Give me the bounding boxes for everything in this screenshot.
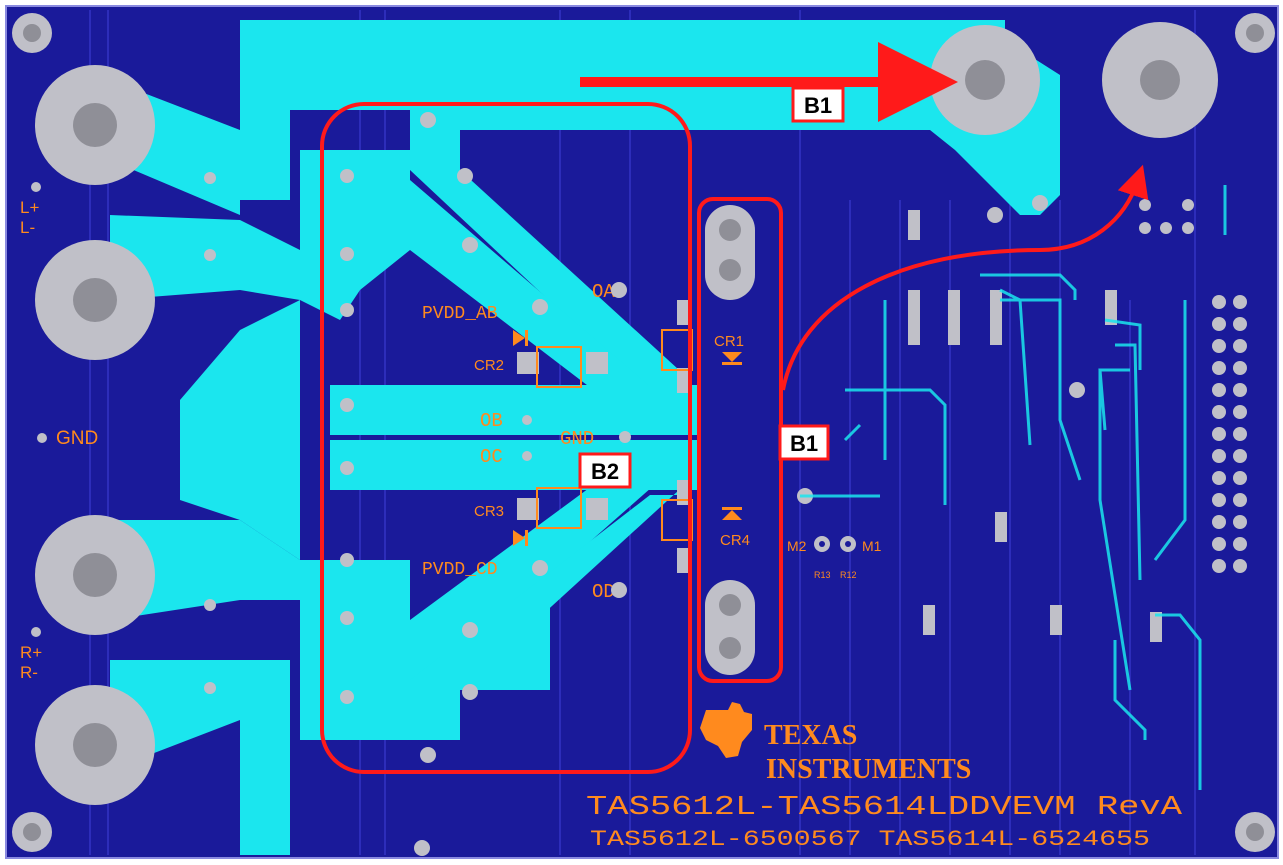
- label-pvdd-cd: PVDD_CD: [422, 560, 498, 580]
- label-cr4: CR4: [720, 532, 750, 549]
- vias: [31, 112, 1085, 856]
- label-r12: R12: [840, 570, 857, 580]
- label-m1: M1: [862, 538, 882, 554]
- label-r-plus: R+: [20, 643, 42, 662]
- logo-line-1: TEXAS: [764, 720, 857, 751]
- label-gnd-left: GND: [56, 428, 98, 449]
- label-oc: OC: [480, 446, 503, 468]
- capacitor-pads: [705, 205, 755, 675]
- label-l-plus: L+: [20, 198, 39, 217]
- callout-b1-right: B1: [778, 424, 830, 461]
- silkscreen-labels: L+ L- GND R+ R- PVDD_AB PVDD_CD CR2 CR3 …: [20, 198, 882, 682]
- label-r13: R13: [814, 570, 831, 580]
- label-pvdd-ab: PVDD_AB: [422, 304, 498, 324]
- callout-b2-text: B2: [591, 459, 619, 484]
- label-l-minus: L-: [20, 218, 35, 237]
- label-od: OD: [592, 581, 615, 603]
- diode-symbols: [513, 330, 742, 546]
- label-oa: OA: [592, 281, 615, 303]
- board-title: TAS5612L-TAS5614LDDVEVM RevA: [586, 793, 1183, 823]
- callout-b1-top-text: B1: [804, 93, 832, 118]
- test-points: [522, 282, 856, 598]
- board-part-numbers: TAS5612L-6500567 TAS5614L-6524655: [590, 827, 1150, 852]
- logo-line-2: INSTRUMENTS: [766, 754, 971, 785]
- label-cr3: CR3: [474, 503, 504, 520]
- callout-b1-top: B1: [791, 86, 845, 123]
- b1-arrow-curve: [781, 164, 1149, 391]
- b2-highlight-region: [320, 102, 692, 774]
- callout-b2: B2: [578, 452, 632, 489]
- label-m2: M2: [787, 538, 807, 554]
- label-cr1: CR1: [714, 333, 744, 350]
- speaker-terminal-pads-left: [35, 65, 155, 805]
- signal-traces: [800, 185, 1227, 790]
- label-ob: OB: [480, 410, 503, 432]
- ti-logo-icon: [700, 702, 752, 758]
- mounting-holes: [12, 13, 1275, 852]
- callout-b1-right-text: B1: [790, 431, 818, 456]
- label-cr2: CR2: [474, 357, 504, 374]
- label-gnd-mid: GND: [560, 428, 594, 450]
- label-r-minus: R-: [20, 663, 38, 682]
- header-pins: [517, 199, 1247, 642]
- ti-logo: TEXAS INSTRUMENTS: [700, 702, 971, 785]
